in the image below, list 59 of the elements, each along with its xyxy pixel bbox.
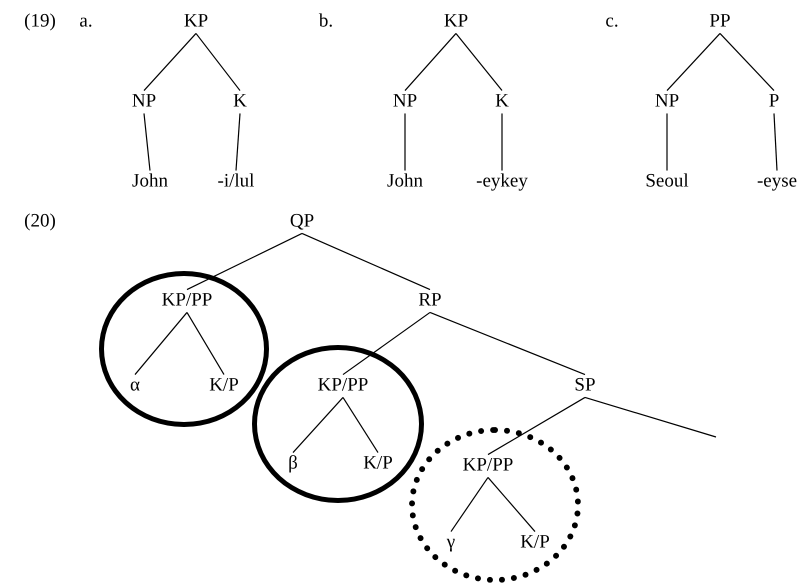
tree-branch	[666, 113, 668, 171]
tree-branch	[292, 397, 344, 453]
tree-branch	[196, 33, 240, 91]
example-letter: b.	[318, 12, 334, 32]
example-number: (19)	[24, 12, 56, 32]
tree-node-label: RP	[418, 290, 442, 312]
tree-node-label: P	[768, 92, 780, 112]
tree-branch	[302, 232, 430, 290]
tree-branch	[773, 113, 778, 171]
tree-branch	[134, 312, 188, 375]
tree-node-label: SP	[574, 376, 596, 396]
tree-branch	[342, 312, 430, 376]
tree-node-label: Seoul	[645, 172, 689, 192]
tree-branch	[144, 33, 196, 91]
tree-node-label: K/P	[363, 454, 393, 474]
tree-branch	[501, 113, 503, 171]
tree-branch	[186, 232, 302, 290]
tree-node-label: KP/PP	[162, 290, 212, 312]
tree-branch	[666, 33, 720, 91]
tree-branch	[450, 477, 488, 532]
tree-node-label: NP	[392, 92, 418, 112]
tree-node-label: -eykey	[476, 172, 528, 192]
circle-outline	[99, 271, 269, 427]
tree-node-label: K/P	[520, 532, 550, 554]
tree-node-label: QP	[290, 212, 314, 232]
tree-node-label: -i/lul	[218, 172, 254, 192]
tree-node-label: KP	[444, 12, 468, 32]
tree-node-label: NP	[132, 92, 156, 112]
tree-node-label: -eyse	[756, 172, 798, 192]
tree-node-label: β	[288, 454, 298, 474]
tree-node-label: KP/PP	[462, 456, 514, 476]
example-letter: c.	[605, 12, 619, 32]
circle-outline	[252, 345, 424, 503]
tree-branch	[488, 396, 586, 456]
tree-node-label: John	[132, 172, 168, 192]
tree-node-label: γ	[446, 532, 456, 554]
tree-node-label: NP	[654, 92, 680, 112]
tree-branch	[342, 397, 378, 453]
tree-branch	[235, 113, 241, 171]
example-number: (20)	[24, 212, 56, 232]
tree-node-label: PP	[709, 12, 731, 32]
tree-branch	[186, 312, 225, 375]
tree-node-label: KP	[184, 12, 208, 32]
tree-node-label: KP/PP	[318, 376, 368, 396]
tree-branch	[488, 477, 536, 532]
tree-branch	[456, 33, 502, 91]
tree-branch	[143, 113, 151, 171]
tree-branch	[584, 396, 716, 438]
tree-node-label: John	[387, 172, 423, 192]
example-letter: a.	[79, 12, 93, 32]
tree-node-label: K/P	[209, 376, 239, 396]
dotted-circle-outline	[409, 427, 581, 583]
tree-node-label: α	[130, 376, 140, 396]
tree-node-label: K	[233, 92, 247, 112]
tree-branch	[720, 33, 774, 91]
tree-branch	[430, 312, 586, 376]
tree-node-label: K	[495, 92, 509, 112]
tree-branch	[404, 33, 456, 91]
tree-branch	[404, 113, 406, 171]
